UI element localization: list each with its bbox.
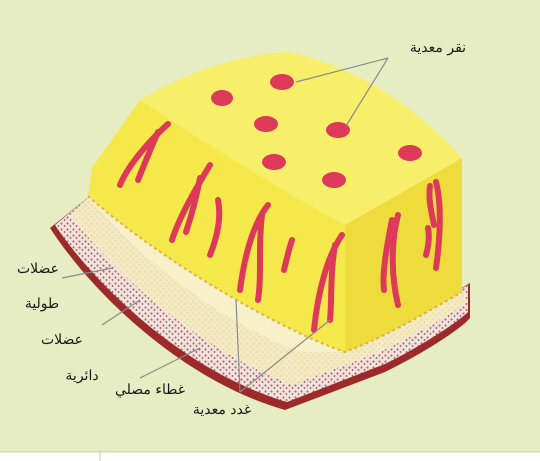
label-gastric-glands: غدد معدية xyxy=(193,402,251,418)
label-longitudinal-muscles-2: طولية xyxy=(25,296,59,312)
label-longitudinal-muscles-1: عضلات xyxy=(17,261,59,277)
gastric-pit xyxy=(322,172,346,188)
label-serous-membrane: غطاء مصلي xyxy=(115,382,185,398)
gastric-pit xyxy=(211,90,233,106)
label-circular-muscles-1: عضلات xyxy=(41,332,83,348)
gastric-pit xyxy=(398,145,422,161)
label-gastric-pits: نقر معدية xyxy=(410,40,466,56)
gastric-gland xyxy=(426,228,429,255)
gastric-pit xyxy=(254,116,278,132)
label-circular-muscles-2: دائرية xyxy=(65,368,98,384)
gastric-pit xyxy=(270,74,294,90)
gastric-pit xyxy=(262,154,286,170)
gastric-gland xyxy=(258,215,262,300)
